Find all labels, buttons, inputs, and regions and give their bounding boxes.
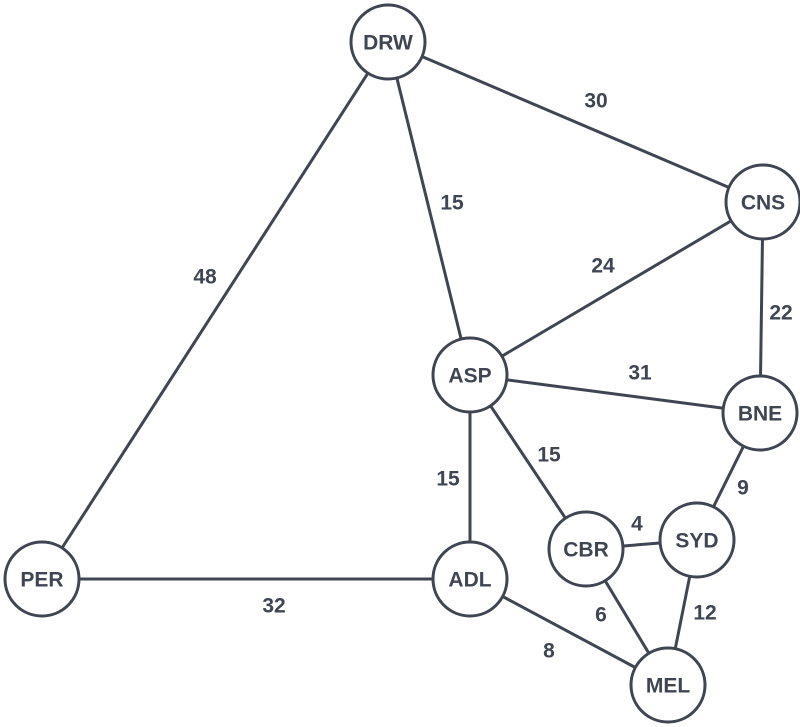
edge-drw-asp (386, 41, 472, 376)
node-cbr: CBR (547, 510, 625, 588)
node-circle (658, 501, 736, 579)
edge-weight-drw-cns: 30 (584, 90, 607, 113)
edge-asp-bne (469, 373, 761, 415)
node-label: MEL (646, 675, 691, 698)
node-circle (431, 540, 509, 618)
edge-weight-asp-adl: 15 (436, 468, 460, 491)
node-circle (3, 540, 81, 618)
edge-weight-cns-bne: 22 (769, 302, 792, 325)
node-drw: DRW (349, 3, 427, 81)
node-label: DRW (363, 32, 413, 55)
nodes-layer: DRW CNS ASP BNE PER ADL CBR SYD MEL (3, 3, 800, 724)
edge-weight-bne-syd: 9 (737, 477, 749, 500)
node-circle (431, 336, 509, 414)
node-circle (349, 3, 427, 81)
edge-drw-cns (387, 40, 764, 204)
node-label: CBR (563, 539, 609, 562)
edge-weight-drw-per: 48 (193, 266, 217, 289)
node-label: ADL (448, 569, 491, 592)
node-asp: ASP (431, 336, 509, 414)
node-cns: CNS (724, 163, 800, 241)
edge-drw-per (40, 41, 390, 580)
edge-weight-syd-mel: 12 (693, 602, 716, 625)
node-label: BNE (738, 403, 782, 426)
edge-weight-adl-mel: 8 (543, 640, 555, 663)
edges-layer (40, 40, 765, 687)
edge-weight-asp-cbr: 15 (537, 444, 561, 467)
node-label: ASP (448, 365, 491, 388)
node-bne: BNE (721, 374, 799, 452)
node-per: PER (3, 540, 81, 618)
edge-cns-asp (469, 200, 764, 377)
edge-weight-cbr-syd: 4 (631, 513, 643, 536)
node-syd: SYD (658, 501, 736, 579)
edge-weight-cns-asp: 24 (591, 255, 615, 278)
edge-weight-cbr-mel: 6 (595, 604, 607, 627)
node-mel: MEL (629, 646, 707, 724)
node-circle (721, 374, 799, 452)
node-label: CNS (741, 192, 785, 215)
node-adl: ADL (431, 540, 509, 618)
node-circle (629, 646, 707, 724)
edge-weight-asp-bne: 31 (628, 362, 652, 385)
edge-weights-layer: 30 15 48 24 22 31 15 15 9 4 32 8 6 12 (193, 90, 792, 663)
node-label: SYD (675, 530, 718, 553)
edge-weight-drw-asp: 15 (440, 192, 464, 215)
node-circle (547, 510, 625, 588)
edge-weight-per-adl: 32 (262, 595, 285, 618)
node-circle (724, 163, 800, 241)
node-label: PER (20, 569, 63, 592)
